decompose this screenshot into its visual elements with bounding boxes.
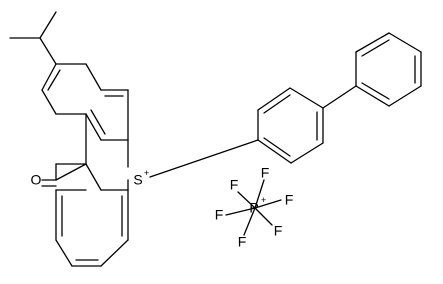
carbonyl-oxygen-label: O: [31, 172, 42, 188]
upper-benzene-ring: [41, 63, 129, 141]
fluorine-label-right: F: [285, 192, 294, 208]
fluorine-label-left: F: [215, 207, 224, 223]
biaryl-bond: [322, 85, 357, 109]
hexafluorophosphate-counterion: [225, 179, 282, 236]
isopropyl-group: [9, 11, 57, 65]
thioxanthone-central-ring: [55, 113, 129, 191]
lower-benzene-ring: [55, 189, 129, 267]
fluorine-label-top-left: F: [230, 177, 239, 193]
carbonyl-group: [41, 163, 87, 187]
phosphorus-charge-label: +: [261, 195, 266, 205]
fluorine-label-bottom-left: F: [238, 234, 247, 250]
phosphorus-label: P: [249, 200, 258, 216]
sulfonium-sulfur-label: S: [133, 172, 142, 188]
biphenyl-ring-2: [355, 32, 422, 107]
fluorine-label-bottom-right: F: [274, 223, 283, 239]
sulfur-aryl-bond: [149, 139, 259, 178]
fluorine-label-top: F: [261, 165, 270, 181]
sulfonium-charge-label: +: [144, 168, 149, 178]
biphenyl-ring-1: [257, 87, 324, 164]
